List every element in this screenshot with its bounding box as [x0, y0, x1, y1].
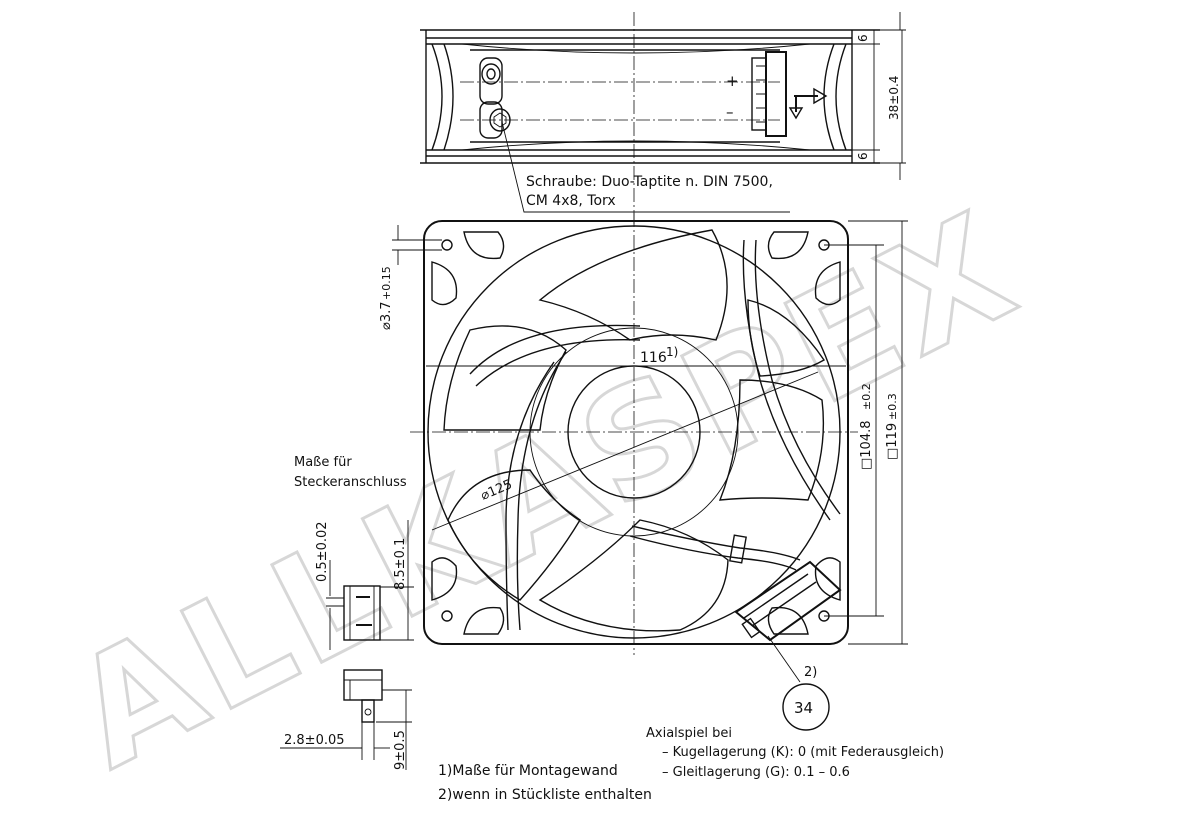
width-116: 116 — [640, 350, 667, 366]
dim-top-6: 6 — [856, 34, 870, 42]
dim-0-5: 0.5±0.02 — [315, 521, 330, 582]
screw-note-line1: Schraube: Duo-Taptite n. DIN 7500, — [526, 174, 773, 190]
hole-diameter: ⌀3.7 — [379, 301, 394, 330]
balloon-note: 2) — [804, 665, 817, 680]
dim-2-8: 2.8±0.05 — [284, 733, 345, 748]
square-104-tol: ±0.2 — [860, 383, 873, 410]
axial-line-1: – Kugellagerung (K): 0 (mit Federausglei… — [662, 745, 944, 760]
connector-label-line2: Steckeranschluss — [294, 475, 407, 490]
dim-height-38: 38±0.4 — [887, 76, 901, 120]
dim-bottom-6: 6 — [856, 152, 870, 160]
dim-9: 9±0.5 — [393, 730, 408, 770]
plus-mark: + — [726, 72, 739, 90]
front-view: ⌀125 116 1) □104.8 ±0.2 □119 ±0.3 ⌀3.7 +… — [379, 213, 908, 731]
axial-title: Axialspiel bei — [646, 726, 732, 741]
axial-line-2: – Gleitlagerung (G): 0.1 – 0.6 — [662, 765, 850, 780]
width-116-note: 1) — [666, 345, 678, 359]
balloon-number: 34 — [794, 699, 813, 717]
note-2: 2)wenn in Stückliste enthalten — [438, 787, 652, 803]
square-104: □104.8 — [859, 421, 874, 471]
square-119: □119 — [885, 423, 900, 460]
minus-mark: – — [726, 103, 734, 121]
dim-8-5: 8.5±0.1 — [393, 538, 408, 590]
screw-note-line2: CM 4x8, Torx — [526, 193, 616, 209]
side-view: + – Schraube: Duo-Taptite n. DIN 7500, C… — [420, 12, 906, 225]
notes: 1)Maße für Montagewand 2)wenn in Stückli… — [438, 726, 944, 803]
connector-detail: Maße für Steckeranschluss 0.5±0.02 8.5±0… — [280, 455, 414, 770]
square-119-tol: ±0.3 — [886, 393, 899, 420]
connector-label-line1: Maße für — [294, 455, 352, 470]
note-1: 1)Maße für Montagewand — [438, 763, 618, 779]
hole-diameter-tol: +0.15 — [380, 266, 393, 300]
